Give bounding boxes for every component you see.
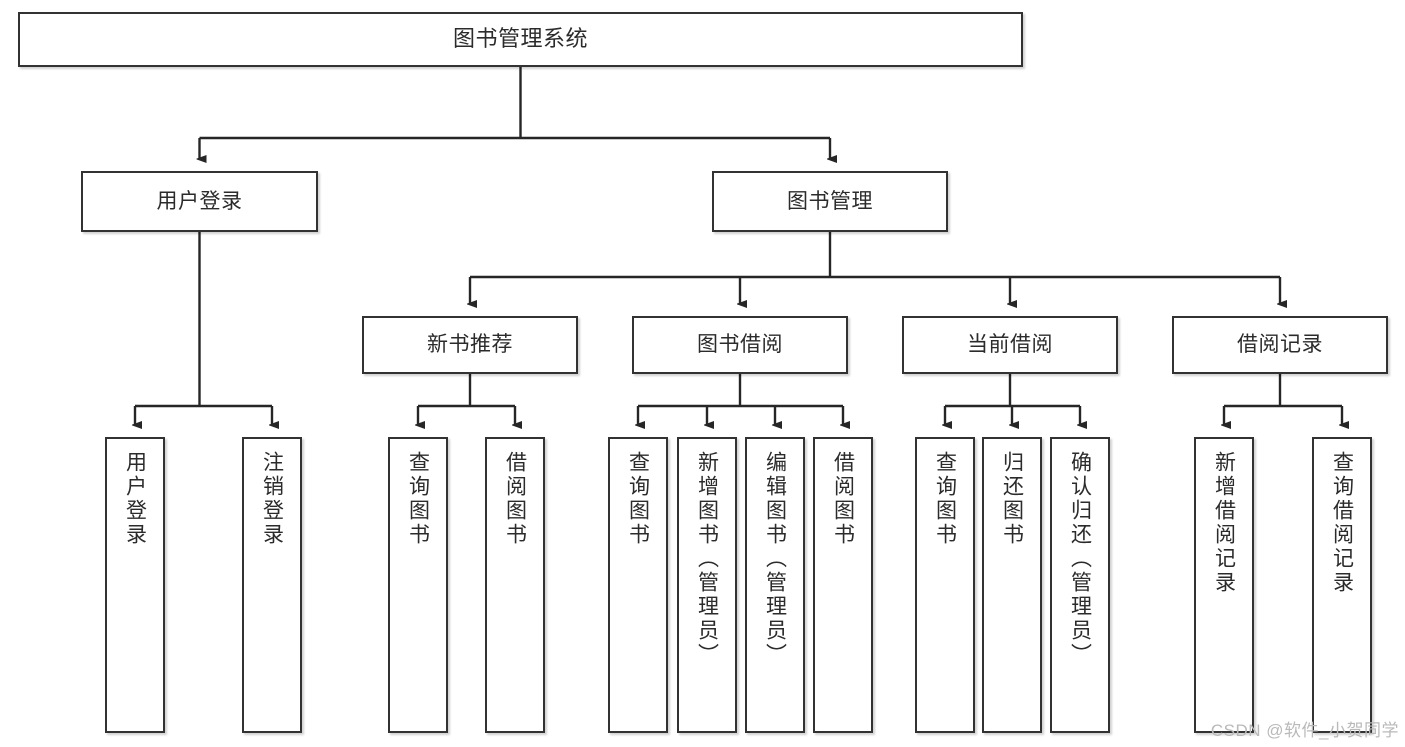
node-label: 图书管理 (787, 189, 873, 213)
node-label: 借阅图书 (503, 451, 527, 547)
node-label: 用户登录 (123, 451, 147, 547)
node-label: 新增图书（管理员） (695, 451, 719, 667)
node-leaf-login-2[interactable]: 注销登录 (242, 437, 302, 733)
node-label: 借阅记录 (1237, 333, 1323, 357)
node-label: 查询图书 (626, 451, 650, 547)
node-label: 归还图书 (1000, 451, 1024, 547)
node-label: 查询借阅记录 (1330, 451, 1354, 595)
node-leaf-bor-2[interactable]: 新增图书（管理员） (677, 437, 737, 733)
node-leaf-cur-2[interactable]: 归还图书 (982, 437, 1042, 733)
node-label: 查询图书 (933, 451, 957, 547)
node-login[interactable]: 用户登录 (81, 171, 318, 232)
node-label: 编辑图书（管理员） (763, 451, 787, 667)
node-label: 借阅图书 (831, 451, 855, 547)
node-label: 用户登录 (156, 189, 243, 213)
node-leaf-rec-1[interactable]: 新增借阅记录 (1194, 437, 1254, 733)
node-label: 当前借阅 (967, 333, 1053, 357)
node-records[interactable]: 借阅记录 (1172, 316, 1388, 374)
node-label: 查询图书 (406, 451, 430, 547)
node-label: 注销登录 (260, 451, 284, 547)
node-current[interactable]: 当前借阅 (902, 316, 1118, 374)
node-bookmgmt[interactable]: 图书管理 (712, 171, 948, 232)
node-label: 图书管理系统 (452, 26, 588, 52)
node-leaf-bor-4[interactable]: 借阅图书 (813, 437, 873, 733)
node-leaf-bor-1[interactable]: 查询图书 (608, 437, 668, 733)
edge-layer (135, 67, 1342, 425)
node-leaf-new-2[interactable]: 借阅图书 (485, 437, 545, 733)
node-leaf-login-1[interactable]: 用户登录 (105, 437, 165, 733)
node-newbook[interactable]: 新书推荐 (362, 316, 578, 374)
node-label: 图书借阅 (697, 333, 783, 357)
node-leaf-cur-1[interactable]: 查询图书 (915, 437, 975, 733)
node-root[interactable]: 图书管理系统 (18, 12, 1023, 67)
node-leaf-rec-2[interactable]: 查询借阅记录 (1312, 437, 1372, 733)
node-borrow[interactable]: 图书借阅 (632, 316, 848, 374)
node-label: 新增借阅记录 (1212, 451, 1236, 595)
node-leaf-bor-3[interactable]: 编辑图书（管理员） (745, 437, 805, 733)
node-label: 新书推荐 (427, 333, 513, 357)
node-leaf-cur-3[interactable]: 确认归还（管理员） (1050, 437, 1110, 733)
node-label: 确认归还（管理员） (1068, 451, 1092, 667)
node-leaf-new-1[interactable]: 查询图书 (388, 437, 448, 733)
